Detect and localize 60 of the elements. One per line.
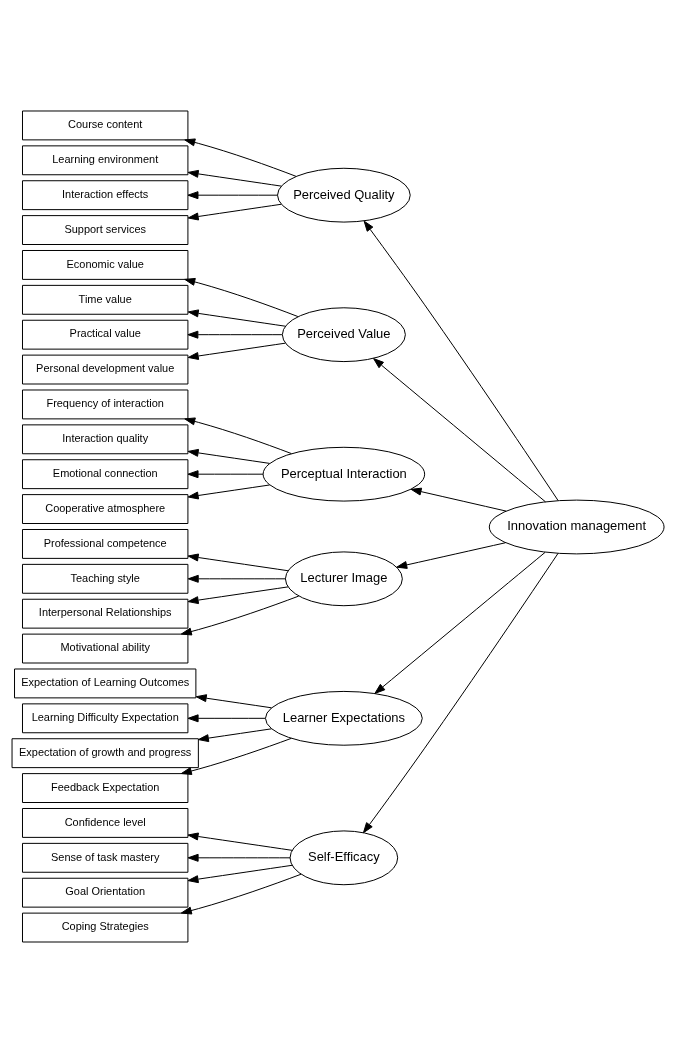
arrow	[363, 220, 559, 501]
arrow	[187, 169, 282, 187]
arrow	[180, 737, 292, 775]
arrow	[187, 553, 289, 572]
arrow	[187, 832, 293, 851]
node-box: Teaching style	[22, 563, 189, 594]
node-ellipse: Lecturer Image	[284, 551, 403, 607]
node-box: Confidence level	[22, 808, 189, 838]
arrow	[180, 595, 300, 636]
node-box: Coping Strategies	[22, 912, 189, 943]
arrow	[180, 873, 302, 915]
arrow	[187, 309, 286, 327]
node-ellipse: Perceived Quality	[277, 167, 411, 223]
node-ellipse: Perceived Value	[281, 307, 406, 363]
arrow	[187, 470, 264, 479]
arrow	[184, 138, 297, 177]
node-box: Professional competence	[22, 529, 189, 559]
node-box: Emotional connection	[22, 459, 189, 490]
arrow	[184, 417, 292, 455]
node-box: Economic value	[22, 250, 189, 280]
node-ellipse: Innovation management	[488, 499, 665, 555]
arrow	[187, 342, 286, 360]
node-box: Motivational ability	[22, 633, 189, 664]
node-box: Sense of task mastery	[22, 842, 189, 873]
node-box: Cooperative atmosphere	[22, 494, 189, 524]
arrow	[187, 484, 271, 500]
arrow	[187, 448, 271, 464]
node-box: Expectation of growth and progress	[11, 738, 199, 769]
arrow	[187, 330, 283, 339]
node-box: Time value	[22, 284, 189, 315]
node-box: Learning environment	[22, 145, 189, 176]
arrow	[396, 542, 506, 569]
node-box: Frequency of interaction	[22, 389, 189, 420]
node-box: Expectation of Learning Outcomes	[14, 668, 197, 699]
arrow	[187, 586, 289, 605]
arrow	[187, 853, 291, 862]
node-box: Goal Orientation	[22, 877, 189, 908]
arrow	[187, 574, 286, 583]
arrow	[410, 487, 507, 512]
node-box: Interaction quality	[22, 424, 189, 455]
arrow	[195, 694, 273, 709]
node-box: Practical value	[22, 319, 189, 350]
arrow	[187, 203, 282, 221]
node-box: Interaction effects	[22, 180, 189, 211]
node-box: Feedback Expectation	[22, 773, 189, 803]
arrow	[362, 552, 559, 834]
node-box: Personal development value	[22, 354, 189, 385]
arrow	[187, 714, 266, 723]
node-box: Learning Difficulty Expectation	[22, 703, 189, 734]
arrow	[187, 864, 293, 884]
arrow	[373, 358, 546, 503]
node-box: Interpersonal Relationships	[22, 598, 189, 629]
arrow	[184, 277, 299, 318]
arrow	[197, 728, 273, 743]
arrow	[374, 551, 546, 694]
node-box: Course content	[22, 110, 189, 141]
arrow	[187, 191, 278, 200]
node-ellipse: Learner Expectations	[265, 690, 423, 746]
node-box: Support services	[22, 215, 189, 245]
node-ellipse: Self-Efficacy	[289, 830, 399, 886]
